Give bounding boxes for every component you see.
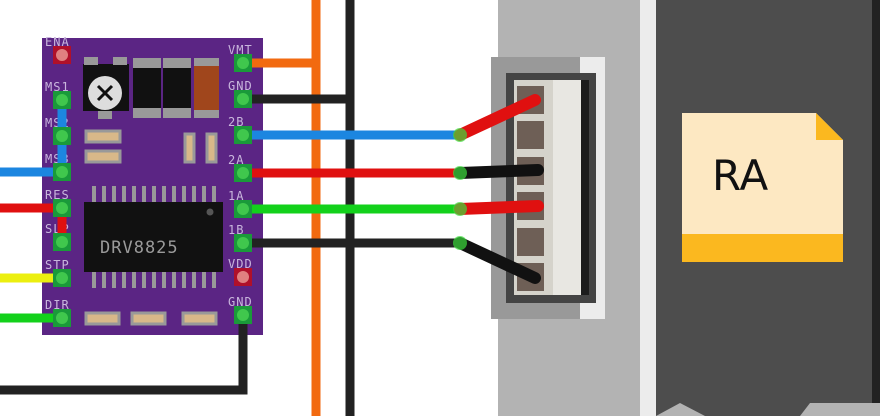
pin-pad [237, 237, 249, 249]
motor-edge [640, 0, 656, 416]
pin-pad [237, 203, 249, 215]
motor-lead-black [454, 237, 541, 284]
wire-junction [453, 166, 467, 180]
pin-pad [56, 236, 68, 248]
pin-pad [56, 312, 68, 324]
pin-label-gnd: GND [228, 79, 253, 93]
pin-pad [237, 167, 249, 179]
pin-label-2b: 2B [228, 115, 244, 129]
motor-connector [491, 57, 605, 319]
pin-pad [56, 94, 68, 106]
pin-label-gnd: GND [228, 295, 253, 309]
drv8825-chip [84, 202, 223, 272]
pin-pad [56, 130, 68, 142]
pin-label-stp: STP [45, 258, 70, 272]
pin-label-1a: 1A [228, 189, 244, 203]
pin-pad [56, 166, 68, 178]
chip-label: DRV8825 [100, 238, 179, 258]
motor-label-text: RA [712, 151, 768, 200]
pin-pad [56, 49, 68, 61]
motor-lead-red [454, 94, 541, 141]
pin-pad [56, 202, 68, 214]
gnd-logic-wire [0, 310, 248, 395]
pin-pad [237, 57, 249, 69]
motor-foot [656, 403, 705, 416]
motor-lead-red [454, 200, 544, 215]
pin-pad [237, 271, 249, 283]
drv8825-driver-board: DRV8825 [42, 38, 263, 335]
pin-pad [237, 93, 249, 105]
motor-shadow [872, 0, 880, 416]
wire-junction [453, 128, 467, 142]
pin-label-2a: 2A [228, 153, 244, 167]
pin-pad [237, 309, 249, 321]
pin-pad [237, 129, 249, 141]
pin-label-dir: DIR [45, 298, 70, 312]
wire-junction [453, 236, 467, 250]
wire-junction [453, 202, 467, 216]
pin-label-vdd: VDD [228, 257, 253, 271]
pin-pad [56, 272, 68, 284]
motor-axis-label: RA [682, 113, 843, 262]
pin-label-res: RES [45, 188, 70, 202]
motor-foot [800, 403, 880, 416]
pin-label-ena: ENA [45, 35, 70, 49]
pin-label-1b: 1B [228, 223, 244, 237]
motor-lead-black [454, 164, 544, 179]
pin-label-vmt: VMT [228, 43, 253, 57]
pin-label-ms1: MS1 [45, 80, 70, 94]
